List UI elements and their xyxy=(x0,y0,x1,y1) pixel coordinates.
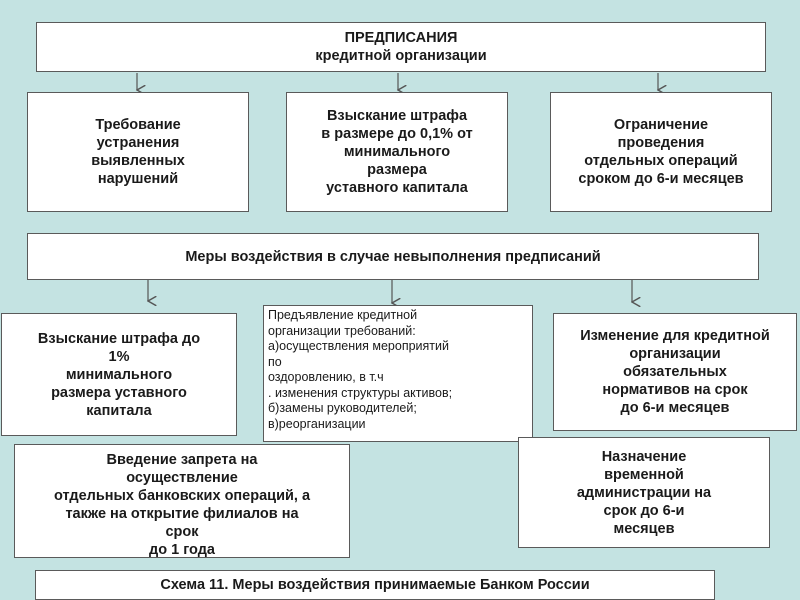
requirement-text: Требование устранения выявленных нарушен… xyxy=(91,117,185,187)
admin-box: Назначение временной администрации на ср… xyxy=(518,437,770,548)
measures-text: Меры воздействия в случае невыполнения п… xyxy=(185,248,601,265)
norms-box: Изменение для кредитной организации обяз… xyxy=(553,313,797,431)
fine-box: Взыскание штрафа в размере до 0,1% от ми… xyxy=(286,92,508,212)
norms-text: Изменение для кредитной организации обяз… xyxy=(580,328,770,416)
demands-box: Предъявление кредитной организации требо… xyxy=(263,305,533,442)
header-title: ПРЕДПИСАНИЯ xyxy=(344,30,458,46)
ban-box: Введение запрета на осуществление отдель… xyxy=(14,444,350,558)
fine-1pct-text: Взыскание штрафа до 1% минимального разм… xyxy=(37,330,201,419)
restriction-box: Ограничение проведения отдельных операци… xyxy=(550,92,772,212)
caption-text: Схема 11. Меры воздействия принимаемые Б… xyxy=(160,577,590,593)
measures-box: Меры воздействия в случае невыполнения п… xyxy=(27,233,759,280)
requirement-box: Требование устранения выявленных нарушен… xyxy=(27,92,249,212)
caption-box: Схема 11. Меры воздействия принимаемые Б… xyxy=(35,570,715,600)
restriction-text: Ограничение проведения отдельных операци… xyxy=(578,117,744,187)
fine-text: Взыскание штрафа в размере до 0,1% от ми… xyxy=(321,108,473,196)
ban-text: Введение запрета на осуществление отдель… xyxy=(53,452,311,558)
header-box: ПРЕДПИСАНИЯ кредитной организации xyxy=(36,22,766,72)
fine-1pct-box: Взыскание штрафа до 1% минимального разм… xyxy=(1,313,237,436)
header-subtitle: кредитной организации xyxy=(315,48,487,64)
demands-text: Предъявление кредитной организации требо… xyxy=(268,308,453,431)
admin-text: Назначение временной администрации на ср… xyxy=(576,448,712,537)
